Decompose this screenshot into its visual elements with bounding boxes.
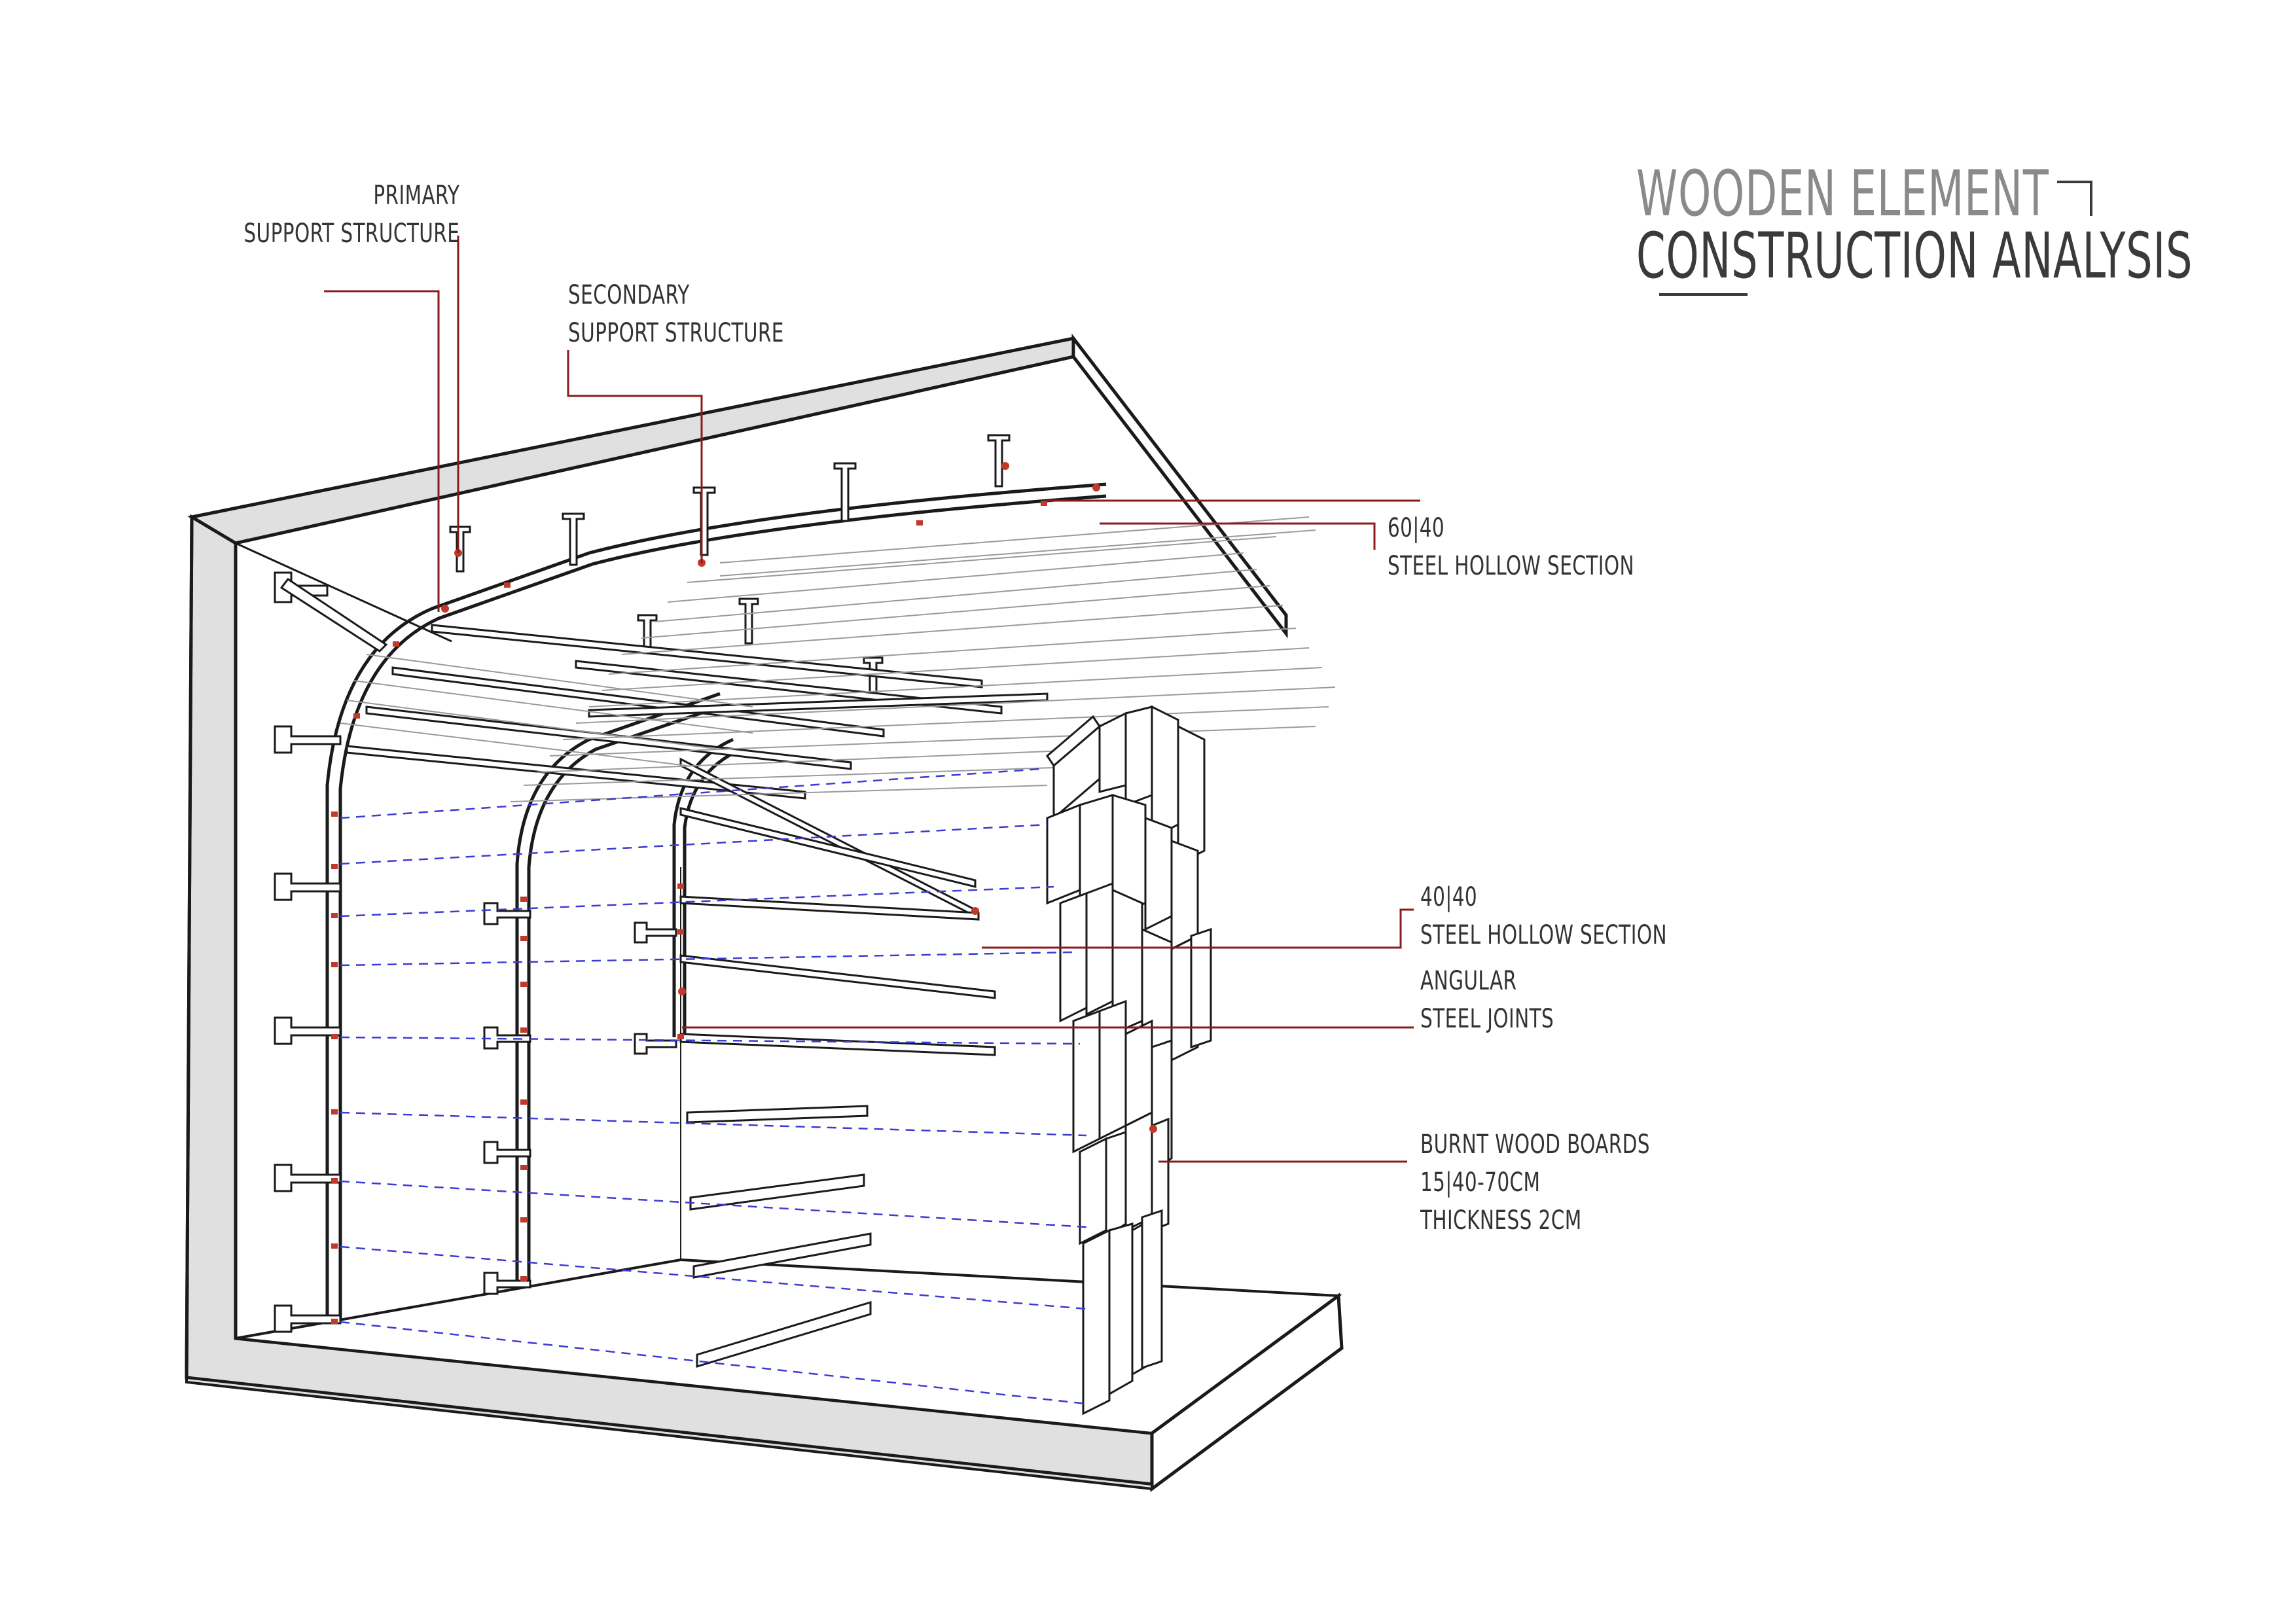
- wall-brackets: [274, 571, 677, 1333]
- inner-corner-line: [235, 542, 452, 643]
- alignment-dashes: [340, 768, 1087, 1405]
- ceiling-hangers: [449, 434, 1011, 704]
- steel-joints: [331, 462, 1157, 1324]
- label-angular-line-2: STEEL JOINTS: [1420, 1004, 1554, 1034]
- floor-slab-front: [185, 1376, 1153, 1491]
- leader-primary: [324, 290, 440, 612]
- label-angular-line-1: ANGULAR: [1420, 966, 1517, 996]
- label-steel-40-line-1: 40|40: [1420, 882, 1478, 912]
- room-shell: [185, 333, 1344, 1492]
- ceiling-slab-top: [187, 336, 1288, 639]
- label-steel-60-40: 60|40 STEEL HOLLOW SECTION: [1388, 509, 1634, 585]
- title-line-1: WOODEN ELEMENT: [1636, 157, 2049, 230]
- title-decoration: [1659, 181, 2092, 296]
- label-steel-40-line-2: STEEL HOLLOW SECTION: [1420, 920, 1667, 950]
- leader-steel-60b: [1100, 522, 1376, 550]
- label-boards-line-2: 15|40-70CM: [1420, 1168, 1541, 1198]
- leader-lines: [324, 236, 1420, 1163]
- label-steel-60-line-1: 60|40: [1388, 513, 1445, 543]
- label-boards-line-3: THICKNESS 2CM: [1420, 1205, 1582, 1236]
- arch-back: [672, 738, 734, 1037]
- label-primary-support: PRIMARY SUPPORT STRUCTURE: [243, 177, 459, 253]
- label-steel-40-40: 40|40 STEEL HOLLOW SECTION: [1420, 878, 1667, 954]
- wood-boards: [1046, 705, 1212, 1416]
- arch-front: [325, 482, 1107, 1322]
- title-corner-bracket: [2057, 181, 2092, 216]
- ceiling-boards: [340, 516, 1336, 802]
- arch-front-inner: [338, 494, 1107, 1322]
- label-secondary-line-1: SECONDARY: [568, 280, 690, 310]
- floor-slab-edge: [1150, 1293, 1344, 1492]
- label-burnt-wood-boards: BURNT WOOD BOARDS 15|40-70CM THICKNESS 2…: [1420, 1126, 1650, 1240]
- label-primary-line-1: PRIMARY: [373, 181, 459, 211]
- label-primary-line-2: SUPPORT STRUCTURE: [243, 219, 459, 249]
- leader-steel-40: [982, 908, 1414, 949]
- wall-outer-edge: [185, 516, 194, 1378]
- label-steel-60-line-2: STEEL HOLLOW SECTION: [1388, 551, 1634, 581]
- label-secondary-line-2: SUPPORT STRUCTURE: [568, 318, 784, 348]
- label-secondary-support: SECONDARY SUPPORT STRUCTURE: [568, 276, 784, 352]
- arch-middle: [515, 692, 721, 1283]
- primary-arches: [325, 482, 1107, 1322]
- leader-secondary: [567, 350, 703, 563]
- label-boards-line-1: BURNT WOOD BOARDS: [1420, 1130, 1650, 1160]
- label-angular-joints: ANGULAR STEEL JOINTS: [1420, 962, 1554, 1038]
- title-line-2: CONSTRUCTION ANALYSIS: [1636, 219, 2193, 293]
